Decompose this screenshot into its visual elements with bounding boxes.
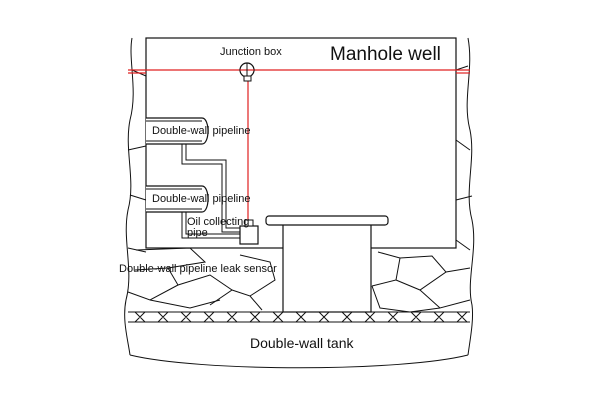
signal-cable: [128, 69, 470, 220]
ground-rock: [124, 37, 475, 369]
pipeline-upper: [146, 117, 209, 145]
tank-label: Double-wall tank: [250, 335, 354, 351]
leak-sensor-label: Double-wall pipeline leak sensor: [119, 263, 277, 275]
oil-collecting-label-1: Oil collecting: [187, 216, 249, 228]
leak-sensor: [239, 219, 259, 245]
oil-collecting-pipes: [181, 144, 240, 239]
pipeline-lower-label: Double-wall pipeline: [152, 193, 250, 205]
tank-column: [265, 215, 389, 313]
junction-box: [239, 62, 255, 82]
pipeline-lower: [146, 185, 209, 213]
tank-top-band: [128, 311, 470, 323]
pipeline-upper-label: Double-wall pipeline: [152, 125, 250, 137]
junction-box-label: Junction box: [220, 46, 282, 58]
oil-collecting-label-2: pipe: [187, 227, 208, 239]
manhole-well-label: Manhole well: [330, 44, 441, 65]
